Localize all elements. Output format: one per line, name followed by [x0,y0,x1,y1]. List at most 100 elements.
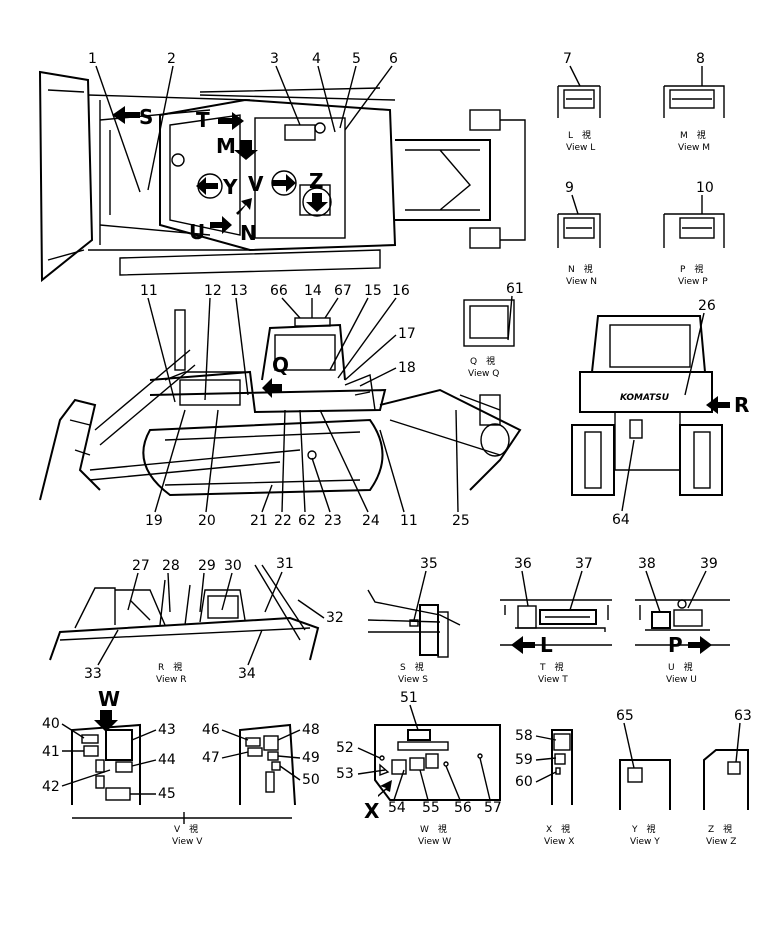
callout-51: 51 [400,690,418,706]
callout-29: 29 [198,558,216,574]
svg-text:T 視: T 視 [539,661,564,673]
svg-text:View T: View T [538,675,568,685]
svg-text:Z 視: Z 視 [708,823,732,835]
callout-41: 41 [42,744,60,760]
callout-32: 32 [326,610,344,626]
svg-text:View N: View N [566,277,597,287]
callout-21: 21 [250,513,268,529]
view-letter-R: R [734,393,749,417]
view-Z-panel: 63 Z 視 View Z [703,708,752,847]
callout-42: 42 [42,779,60,795]
view-letter-M: M [216,134,236,158]
view-letter-S: S [139,105,153,129]
callout-60: 60 [515,774,533,790]
callout-17: 17 [398,326,416,342]
callout-10: 10 [696,180,714,196]
svg-text:View W: View W [418,837,451,847]
callout-58: 58 [515,728,533,744]
callout-15: 15 [364,283,382,299]
arrow-Z [306,193,328,212]
view-M-panel: 8 M 視 View M [663,51,725,153]
callout-18: 18 [398,360,416,376]
brand-text: KOMATSU [620,393,670,403]
svg-text:S 視: S 視 [400,661,424,673]
svg-text:R 視: R 視 [158,661,182,673]
callout-4: 4 [312,51,321,67]
arrow-Y [196,177,218,195]
svg-text:View L: View L [566,143,595,153]
callout-24: 24 [362,513,380,529]
callout-7: 7 [563,51,572,67]
callout-50: 50 [302,772,320,788]
callout-30: 30 [224,558,242,574]
callout-26: 26 [698,298,716,314]
callout-47: 47 [202,750,220,766]
callout-8: 8 [696,51,705,67]
callout-28: 28 [162,558,180,574]
callout-3: 3 [270,51,279,67]
callout-46: 46 [202,722,220,738]
callout-11a: 11 [140,283,158,299]
callout-49: 49 [302,750,320,766]
view-letter-U: U [189,220,205,244]
callout-13: 13 [230,283,248,299]
view-V-panel: W V 視 View V [71,687,296,847]
view-letter-V: V [248,172,264,196]
view-letter-Z: Z [309,169,324,193]
view-X-panel: 58 59 60 X 視 View X [515,728,574,847]
callout-14: 14 [304,283,322,299]
arrow-W [94,710,118,732]
arrow-M [234,140,258,160]
callout-38: 38 [638,556,656,572]
callout-6: 6 [389,51,398,67]
callout-36: 36 [514,556,532,572]
callout-52: 52 [336,740,354,756]
svg-text:U 視: U 視 [668,661,693,673]
arrow-T [218,112,244,130]
arrow-S [112,106,140,124]
view-arrows-top [112,106,332,234]
svg-text:View Z: View Z [706,837,736,847]
callout-67: 67 [334,283,352,299]
callout-45: 45 [158,786,176,802]
callout-64: 64 [612,512,630,528]
view-Y-panel: 65 Y 視 View Y [616,708,671,847]
svg-text:View V: View V [172,837,203,847]
rear-view-bulldozer: KOMATSU [571,315,730,496]
arrow-V [272,174,296,192]
svg-text:P 視: P 視 [680,263,703,275]
view-R-callouts: 27 28 29 30 31 32 33 34 [84,556,344,682]
callout-43: 43 [158,722,176,738]
svg-text:M 視: M 視 [680,129,706,141]
callout-39: 39 [700,556,718,572]
svg-text:View X: View X [544,837,574,847]
callout-20: 20 [198,513,216,529]
callout-62: 62 [298,513,316,529]
callout-59: 59 [515,752,533,768]
callout-16: 16 [392,283,410,299]
view-letter-Y: Y [222,175,238,199]
top-view-callouts: 1 2 3 4 5 6 [88,51,398,193]
callout-9: 9 [565,180,574,196]
callout-65: 65 [616,708,634,724]
svg-text:View R: View R [156,675,186,685]
svg-text:Y 視: Y 視 [631,823,656,835]
svg-text:N 視: N 視 [568,263,593,275]
callout-44: 44 [158,752,176,768]
side-view-callouts: 11 12 13 66 14 67 15 16 17 18 19 20 21 2… [140,283,470,529]
callout-11b: 11 [400,513,418,529]
view-W-callouts: 51 52 53 54 55 56 57 [336,690,502,816]
callout-54: 54 [388,800,406,816]
svg-text:View P: View P [678,277,708,287]
callout-40: 40 [42,716,60,732]
view-letter-X: X [364,799,380,823]
callout-22: 22 [274,513,292,529]
arrow-Q [262,378,282,398]
arrow-N [236,198,252,215]
callout-66: 66 [270,283,288,299]
svg-text:X 視: X 視 [546,823,570,835]
view-T-panel: L 36 37 T 視 View T [500,556,612,685]
view-U-panel: P 38 39 U 視 View U [635,556,730,685]
arrow-U [210,216,232,234]
